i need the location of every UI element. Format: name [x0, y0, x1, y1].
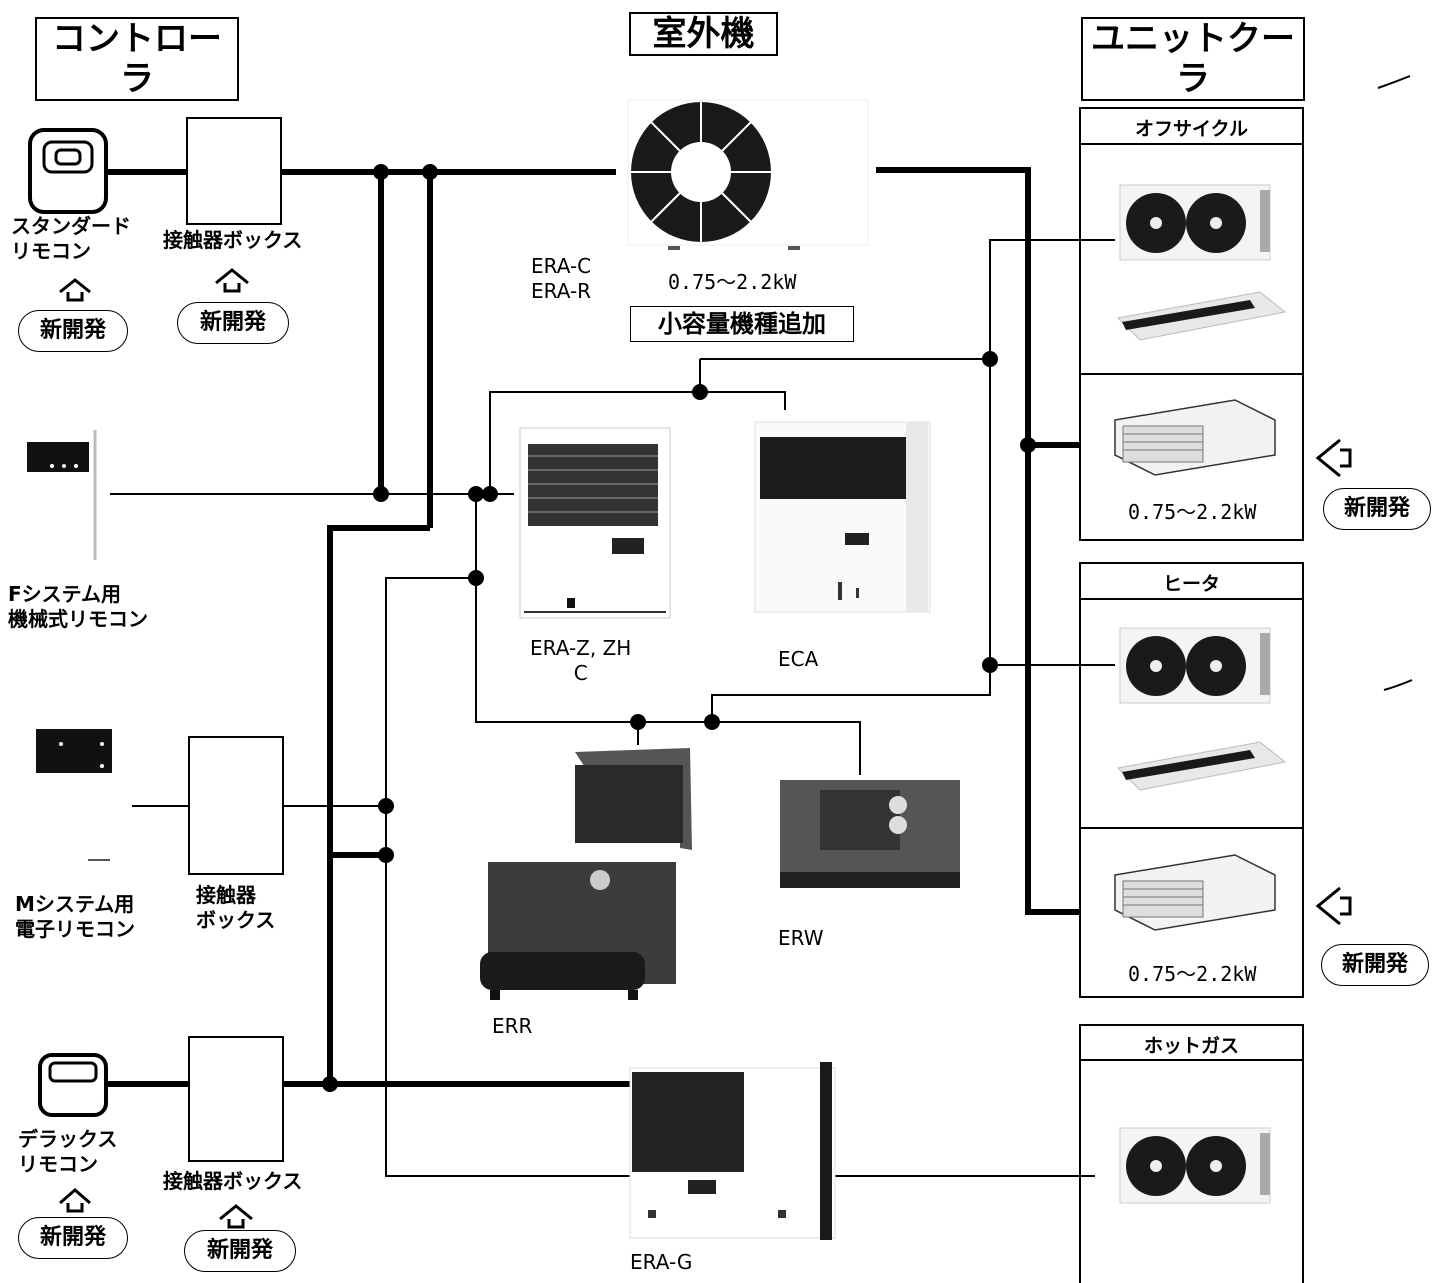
- deluxe-remote-label: デラックス リモコン: [18, 1127, 117, 1177]
- new-dev-badge: 新開発: [1323, 488, 1431, 530]
- m-system-remote-icon: [36, 729, 112, 860]
- contactor-box-label-top: 接触器ボックス: [163, 228, 302, 253]
- junction-dot: [982, 351, 998, 367]
- standard-remote-label: スタンダード リモコン: [11, 214, 131, 264]
- contactor-box-label-bottom: 接触器ボックス: [163, 1169, 302, 1194]
- standard-remote-icon: [30, 130, 106, 212]
- junction-dot: [322, 1076, 338, 1092]
- header-controller: コントローラ: [35, 17, 239, 101]
- hot-gas-header: ホットガス: [1080, 1031, 1303, 1058]
- junction-dot: [704, 714, 720, 730]
- new-dev-badge: 新開発: [1321, 944, 1429, 986]
- era-z-unit-icon: [520, 428, 670, 618]
- m-system-remote-label: Mシステム用 電子リモコン: [15, 892, 135, 942]
- contactor-box-top: [187, 118, 281, 224]
- new-dev-badge: 新開発: [177, 302, 289, 344]
- f-system-remote-icon: [27, 430, 95, 560]
- era-z-label: ERA-Z, ZH C: [530, 636, 631, 686]
- contactor-box-bottom: [189, 1037, 283, 1161]
- header-unit-cooler: ユニットクーラ: [1081, 17, 1305, 101]
- junction-dot: [482, 486, 498, 502]
- off-cycle-capacity-label: 0.75～2.2kW: [1128, 500, 1256, 525]
- era-c-capacity-label: 0.75～2.2kW: [668, 270, 796, 295]
- header-outdoor: 室外機: [629, 12, 778, 56]
- erw-unit-icon: [780, 780, 960, 888]
- junction-dot: [692, 384, 708, 400]
- small-capacity-badge: 小容量機種追加: [630, 306, 854, 342]
- eca-unit-icon: [755, 422, 930, 612]
- new-dev-badge: 新開発: [18, 1217, 128, 1259]
- era-c-r-label: ERA-C ERA-R: [531, 254, 591, 304]
- new-dev-badge: 新開発: [18, 310, 128, 352]
- contactor-box-middle: [189, 737, 283, 874]
- junction-dot: [373, 486, 389, 502]
- junction-dot: [378, 847, 394, 863]
- junction-dot: [422, 164, 438, 180]
- f-system-remote-label: Fシステム用 機械式リモコン: [8, 582, 148, 632]
- thin-lines: [110, 240, 1115, 1176]
- new-dev-badge: 新開発: [184, 1230, 296, 1272]
- junction-dot: [373, 164, 389, 180]
- era-g-label: ERA-G: [630, 1250, 692, 1275]
- junction-dot: [1020, 437, 1036, 453]
- contactor-boxes: [187, 118, 283, 1161]
- eca-label: ECA: [778, 647, 818, 672]
- heater-capacity-label: 0.75～2.2kW: [1128, 962, 1256, 987]
- junction-dot: [468, 570, 484, 586]
- erw-label: ERW: [778, 926, 824, 951]
- contactor-box-label-middle: 接触器 ボックス: [196, 883, 275, 933]
- err-unit-icon: [480, 748, 692, 1000]
- era-g-unit-icon: [630, 1062, 835, 1240]
- junction-dot: [378, 798, 394, 814]
- deluxe-remote-icon: [40, 1055, 106, 1115]
- err-label: ERR: [492, 1014, 532, 1039]
- heater-header: ヒータ: [1080, 569, 1303, 596]
- off-cycle-header: オフサイクル: [1080, 114, 1303, 141]
- junction-dot: [468, 486, 484, 502]
- junction-dot: [982, 657, 998, 673]
- era-c-fan-icon: [628, 100, 868, 250]
- junction-dot: [630, 714, 646, 730]
